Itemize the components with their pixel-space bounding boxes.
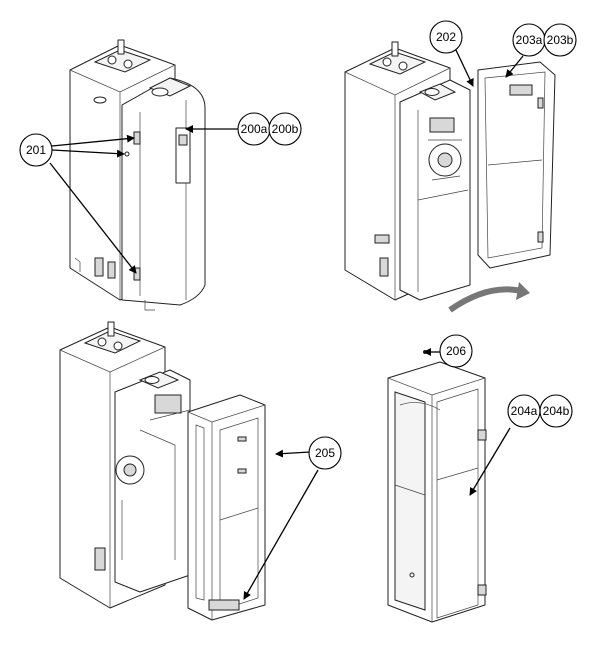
callout-203a-label: 203a xyxy=(516,33,543,47)
callout-201: 201 xyxy=(19,133,53,167)
view-frame-alone xyxy=(387,350,487,623)
view-frame-removed xyxy=(59,321,266,621)
callout-203b: 203b xyxy=(543,23,577,57)
callout-201-label: 201 xyxy=(26,143,46,157)
callout-200b: 200b xyxy=(268,112,302,146)
callout-205-label: 205 xyxy=(315,446,335,460)
leader-lines xyxy=(49,47,524,600)
callout-202: 202 xyxy=(429,20,463,54)
callout-200a: 200a xyxy=(237,112,271,146)
callout-203b-label: 203b xyxy=(547,33,574,47)
callout-204a-label: 204a xyxy=(511,404,538,418)
callout-206: 206 xyxy=(439,334,473,368)
callout-204b: 204b xyxy=(539,394,573,428)
callout-204a: 204a xyxy=(507,394,541,428)
callout-204b-label: 204b xyxy=(543,404,570,418)
callout-202-label: 202 xyxy=(436,30,456,44)
callout-205: 205 xyxy=(308,436,342,470)
callout-206-label: 206 xyxy=(446,344,466,358)
callout-200b-label: 200b xyxy=(272,122,299,136)
callout-203a: 203a xyxy=(512,23,546,57)
callout-200a-label: 200a xyxy=(241,122,268,136)
view-unit-with-cover xyxy=(69,39,206,311)
view-unit-door-open xyxy=(344,41,556,313)
